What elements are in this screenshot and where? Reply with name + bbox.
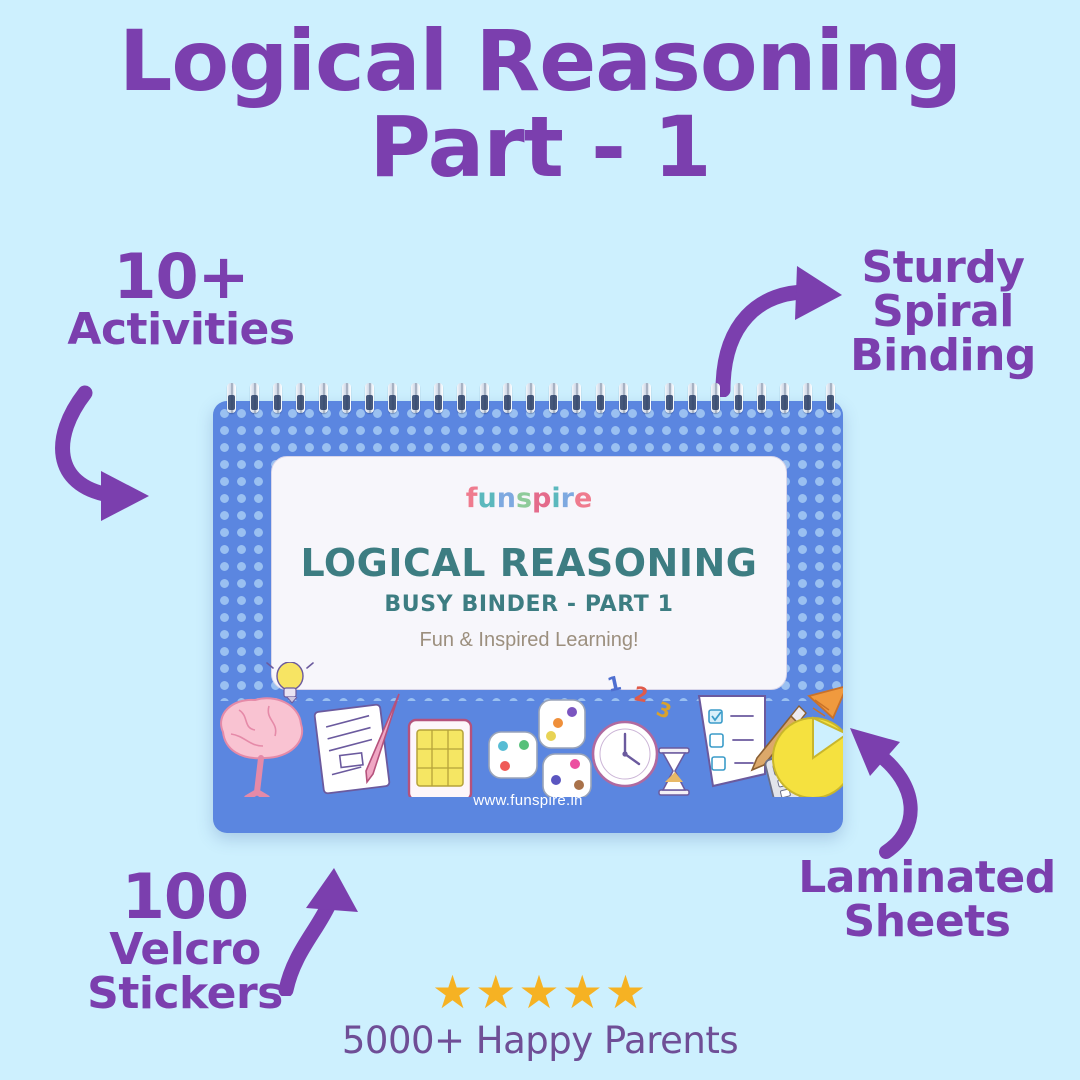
svg-text:1: 1 bbox=[605, 671, 624, 697]
clock-icon bbox=[591, 720, 659, 788]
spiral-ring-icon bbox=[664, 383, 674, 413]
spiral-ring-icon bbox=[710, 383, 720, 413]
spiral-ring-icon bbox=[365, 383, 375, 413]
cover-tagline: Fun & Inspired Learning! bbox=[419, 629, 639, 651]
hourglass-icon bbox=[658, 747, 690, 796]
svg-text:2: 2 bbox=[632, 681, 650, 707]
page-title-line2: Part - 1 bbox=[369, 98, 711, 197]
spiral-ring-icon bbox=[756, 383, 766, 413]
book-product-image: funspire LOGICAL REASONING BUSY BINDER -… bbox=[213, 383, 843, 833]
cover-title: LOGICAL REASONING bbox=[300, 541, 758, 585]
callout-binding-line2: Spiral bbox=[872, 286, 1014, 337]
callout-binding-line3: Binding bbox=[850, 330, 1036, 381]
spiral-ring-icon bbox=[388, 383, 398, 413]
callout-laminated-line1: Laminated bbox=[798, 852, 1056, 903]
logo-letter: p bbox=[532, 483, 552, 514]
callout-binding-line1: Sturdy bbox=[861, 242, 1025, 293]
callout-stickers-line1: Velcro bbox=[109, 924, 261, 975]
spiral-ring-icon bbox=[641, 383, 651, 413]
svg-text:3: 3 bbox=[653, 696, 675, 723]
logo-letter: u bbox=[477, 483, 497, 514]
spiral-ring-icon bbox=[618, 383, 628, 413]
callout-stickers: 100 Velcro Stickers bbox=[60, 866, 310, 1016]
arrow-binding-icon bbox=[715, 266, 842, 397]
spiral-ring-icon bbox=[526, 383, 536, 413]
spiral-ring-icon bbox=[503, 383, 513, 413]
callout-stickers-line2: Stickers bbox=[87, 968, 283, 1019]
dot-card-icon bbox=[538, 699, 586, 749]
sudoku-grid-icon bbox=[407, 718, 473, 797]
lightbulb-icon bbox=[266, 662, 314, 704]
spiral-ring-icon bbox=[802, 383, 812, 413]
callout-activities-count: 10+ bbox=[113, 240, 249, 313]
spiral-ring-icon bbox=[779, 383, 789, 413]
spiral-ring-icon bbox=[319, 383, 329, 413]
spiral-ring-icon bbox=[434, 383, 444, 413]
logo-letter: f bbox=[465, 483, 478, 514]
page-title: Logical Reasoning Part - 1 bbox=[0, 19, 1080, 197]
spiral-ring-icon bbox=[457, 383, 467, 413]
spiral-ring-icon bbox=[250, 383, 260, 413]
callout-binding: Sturdy Spiral Binding bbox=[818, 246, 1068, 378]
callout-activities: 10+ Activities bbox=[36, 246, 326, 352]
cover-website-url: www.funspire.in bbox=[473, 792, 583, 809]
cover-label-panel: funspire LOGICAL REASONING BUSY BINDER -… bbox=[271, 456, 787, 690]
book-cover: funspire LOGICAL REASONING BUSY BINDER -… bbox=[213, 401, 843, 833]
rating-text: 5000+ Happy Parents bbox=[341, 1019, 739, 1062]
callout-laminated: Laminated Sheets bbox=[782, 856, 1072, 944]
spiral-ring-icon bbox=[411, 383, 421, 413]
logo-letter: e bbox=[573, 483, 593, 514]
arrow-activities-icon bbox=[55, 385, 149, 521]
cover-illustration-strip: 1 2 3 bbox=[220, 662, 843, 797]
dot-card-icon bbox=[542, 753, 592, 797]
cover-subtitle: BUSY BINDER - PART 1 bbox=[384, 592, 674, 617]
paper-pencil-icon bbox=[313, 693, 400, 795]
brain-icon bbox=[220, 697, 304, 797]
spiral-ring-icon bbox=[572, 383, 582, 413]
spiral-ring-icon bbox=[480, 383, 490, 413]
dot-card-icon bbox=[488, 731, 538, 779]
rating-block: ★★★★★ 5000+ Happy Parents bbox=[0, 969, 1080, 1062]
pie-chart-icon bbox=[771, 686, 843, 797]
arrow-stickers-icon bbox=[278, 868, 358, 996]
callout-activities-label: Activities bbox=[67, 304, 295, 355]
spiral-ring-icon bbox=[595, 383, 605, 413]
checklist-icon bbox=[697, 695, 766, 788]
page-title-line1: Logical Reasoning bbox=[118, 12, 962, 110]
arrow-laminated-icon bbox=[850, 728, 918, 859]
spiral-ring-icon bbox=[227, 383, 236, 413]
spiral-ring-icon bbox=[825, 383, 835, 413]
spiral-binding bbox=[227, 383, 835, 413]
spiral-ring-icon bbox=[549, 383, 559, 413]
callout-laminated-line2: Sheets bbox=[843, 896, 1011, 947]
numbers-123-icon: 1 2 3 bbox=[605, 671, 675, 724]
logo-letter: s bbox=[515, 483, 533, 514]
logo-letter: n bbox=[496, 483, 516, 514]
logo-letter: i bbox=[551, 483, 561, 514]
logo-letter: r bbox=[560, 483, 574, 514]
spiral-ring-icon bbox=[273, 383, 283, 413]
callout-stickers-count: 100 bbox=[121, 860, 249, 933]
spiral-ring-icon bbox=[733, 383, 743, 413]
spiral-ring-icon bbox=[687, 383, 697, 413]
star-rating-icon: ★★★★★ bbox=[431, 966, 649, 1018]
funspire-logo: funspire bbox=[272, 483, 786, 514]
spiral-ring-icon bbox=[296, 383, 306, 413]
spiral-ring-icon bbox=[342, 383, 352, 413]
